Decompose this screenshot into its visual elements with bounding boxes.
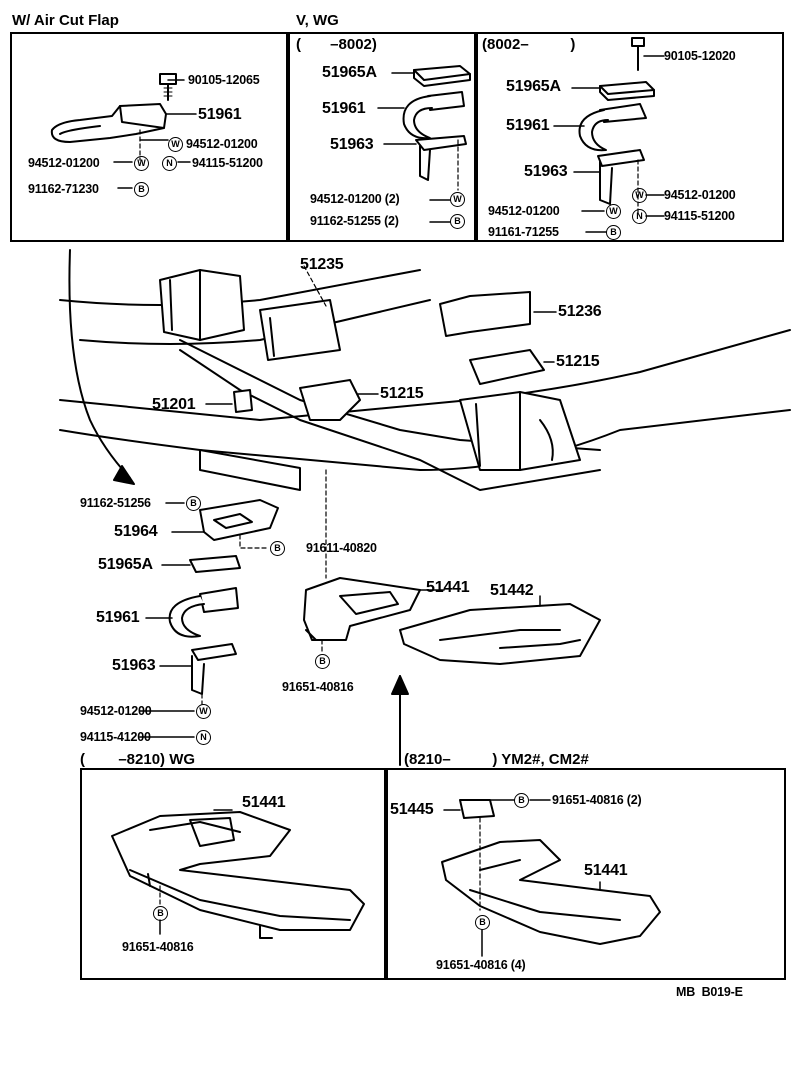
label-box1-w2: 94512-01200	[28, 156, 100, 170]
box-air-cut-flap	[10, 32, 288, 242]
label-box3-w2: 94512-01200	[488, 204, 560, 218]
nut-icon: N	[162, 156, 177, 171]
label-box3-bolt: 90105-12020	[664, 49, 736, 63]
label-box4-bolt: 91651-40816	[122, 940, 194, 954]
washer-icon: W	[134, 156, 149, 171]
box3-drawing	[578, 37, 655, 205]
washer-icon: W	[632, 188, 647, 203]
label-box1-w1: 94512-01200	[186, 137, 258, 151]
bolt-symbol-icon: B	[606, 225, 621, 240]
label-box3-51963: 51963	[524, 163, 568, 180]
washer-icon: W	[606, 204, 621, 219]
bolt-symbol-icon: B	[450, 214, 465, 229]
label-box2-b: 91162-51255 (2)	[310, 214, 399, 228]
washer-icon: W	[196, 704, 211, 719]
label-51964: 51964	[114, 523, 158, 540]
bolt-symbol-icon: B	[270, 541, 285, 556]
label-box2-51965a: 51965A	[322, 64, 377, 81]
label-51201: 51201	[152, 396, 196, 413]
part-51236-drawing	[439, 291, 531, 337]
box1-bracket-drawing	[50, 103, 167, 143]
label-box3-51961: 51961	[506, 117, 550, 134]
header-range-from-8002: (8002– )	[482, 36, 576, 53]
arrow-head	[113, 465, 135, 485]
bolt-symbol-icon: B	[475, 915, 490, 930]
label-washer-main: 94512-01200	[80, 704, 152, 718]
frame-crossmember-drawing	[59, 269, 791, 491]
header-range-to-8210: ( –8210) WG	[80, 751, 196, 768]
footer-code: MB B019-E	[676, 985, 743, 999]
arrow-up-head	[391, 675, 409, 695]
header-air-cut-flap: W/ Air Cut Flap	[12, 12, 119, 29]
box1-bolt-drawing	[159, 73, 177, 101]
label-box5-51445: 51445	[390, 801, 434, 818]
bolt-symbol-icon: B	[315, 654, 330, 669]
label-box3-51965a: 51965A	[506, 78, 561, 95]
label-box1-n1: 94115-51200	[192, 156, 263, 170]
box5-drawing	[441, 799, 661, 945]
label-box1-b1: 91162-71230	[28, 182, 99, 196]
bolt-symbol-icon: B	[153, 906, 168, 921]
label-bolt-40816-main: 91651-40816	[282, 680, 354, 694]
part-51442-drawing	[399, 603, 601, 665]
box2-drawing	[402, 65, 471, 181]
label-box5-51441: 51441	[584, 862, 628, 879]
label-box5-bolt-bottom: 91651-40816 (4)	[436, 958, 526, 972]
label-nut-main: 94115-41200	[80, 730, 151, 744]
label-box3-n: 94115-51200	[664, 209, 735, 223]
box-from-8210	[386, 768, 786, 980]
washer-icon: W	[168, 137, 183, 152]
label-box2-51963: 51963	[330, 136, 374, 153]
label-bolt-40820: 91611-40820	[306, 541, 377, 555]
bolt-symbol-icon: B	[514, 793, 529, 808]
label-51236: 51236	[558, 303, 602, 320]
part-51201-drawing	[233, 389, 253, 413]
label-box5-bolt-top: 91651-40816 (2)	[552, 793, 642, 807]
label-box3-w1: 94512-01200	[664, 188, 736, 202]
label-box2-w: 94512-01200 (2)	[310, 192, 400, 206]
header-range-to-8002: ( –8002)	[296, 36, 377, 53]
label-box3-b: 91161-71255	[488, 225, 559, 239]
part-51215-right-drawing	[469, 349, 545, 385]
box-to-8002	[288, 32, 476, 242]
bolt-symbol-icon: B	[186, 496, 201, 511]
left-lower-parts-drawing	[168, 499, 279, 695]
label-51965a: 51965A	[98, 556, 153, 573]
part-51215-center-drawing	[299, 379, 361, 421]
washer-icon: W	[450, 192, 465, 207]
part-51441-drawing	[303, 577, 421, 641]
label-51441: 51441	[426, 579, 470, 596]
label-box1-bolt: 90105-12065	[188, 73, 260, 87]
label-51235: 51235	[300, 256, 344, 273]
box4-drawing	[111, 811, 365, 939]
header-v-wg: V, WG	[296, 12, 339, 29]
label-51215-right: 51215	[556, 353, 600, 370]
label-51442: 51442	[490, 582, 534, 599]
arrow-curve	[68, 249, 131, 479]
box-from-8002	[476, 32, 784, 242]
label-51215-center: 51215	[380, 385, 424, 402]
nut-icon: N	[196, 730, 211, 745]
nut-icon: N	[632, 209, 647, 224]
label-box1-51961: 51961	[198, 106, 242, 123]
label-51961: 51961	[96, 609, 140, 626]
label-bolt-51256: 91162-51256	[80, 496, 151, 510]
header-range-from-8210: (8210– ) YM2#, CM2#	[404, 751, 589, 768]
label-51963: 51963	[112, 657, 156, 674]
label-box2-51961: 51961	[322, 100, 366, 117]
bolt-symbol-icon: B	[134, 182, 149, 197]
box-to-8210	[80, 768, 386, 980]
label-box4-51441: 51441	[242, 794, 286, 811]
